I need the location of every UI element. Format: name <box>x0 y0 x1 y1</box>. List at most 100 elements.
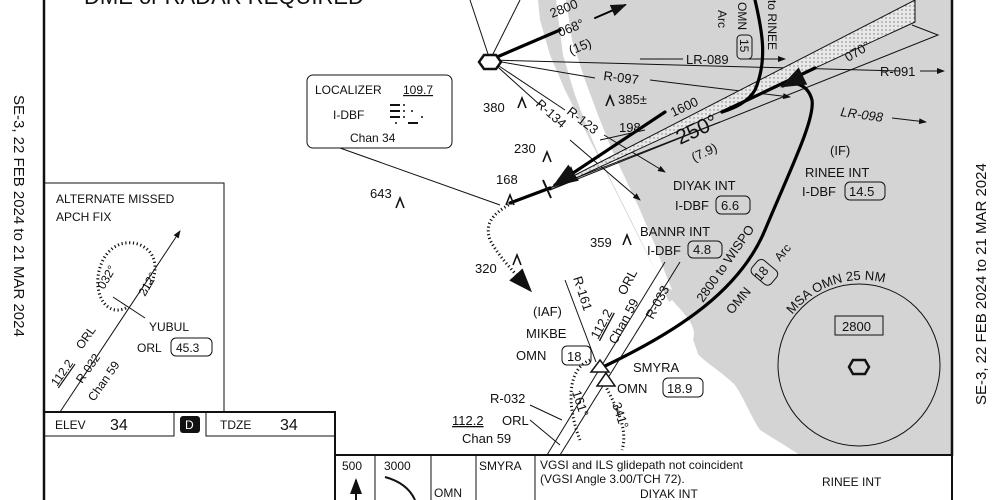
lead-radial-098: LR-098 <box>840 104 885 125</box>
alternate-fix-distance: 45.3 <box>176 341 200 355</box>
rinee-distance: 14.5 <box>849 184 874 199</box>
barrier-island <box>556 0 672 290</box>
hold-outbound-course: 341° <box>609 400 632 430</box>
omn15-arc-word: Arc <box>715 10 729 28</box>
alternate-hold-inbound: 032° <box>94 263 119 292</box>
orl2-ident: ORL <box>502 413 529 428</box>
rinee-fix-label: (IF) RINEE INT I-DBF 14.5 <box>802 143 886 201</box>
rinee-nav: I-DBF <box>802 184 836 199</box>
obstacle-icons <box>395 93 632 266</box>
profile-rinee: RINEE INT <box>822 475 882 489</box>
smyra-distance: 18.9 <box>667 381 692 396</box>
alternate-vor-frequency: 112.2 <box>48 357 76 389</box>
radial-032: R-032 <box>490 391 525 406</box>
turn-arrow-icon <box>384 476 416 500</box>
diyak-fix-label: DIYAK INT I-DBF 6.6 <box>673 178 751 215</box>
right-date-text: SE-3, 22 FEB 2024 to 21 MAR 2024 <box>973 163 990 405</box>
alternate-fix-name: YUBUL <box>149 320 189 334</box>
tdze-label: TDZE <box>220 418 251 432</box>
smyra-fix-label: SMYRA OMN 18.9 <box>617 360 704 398</box>
tdze-value: 34 <box>280 417 298 434</box>
obstacle-icon-230 <box>542 149 552 163</box>
msa-vor-icon <box>847 358 871 376</box>
mikbe-iaf-label: (IAF) <box>533 304 562 319</box>
omn15-arc-label: OMN <box>735 2 749 30</box>
orl2-channel: Chan 59 <box>462 431 511 446</box>
localizer-channel: Chan 34 <box>350 131 396 145</box>
mikbe-name: MIKBE <box>526 326 567 341</box>
mikbe-fix-label: (IAF) MIKBE OMN 18 <box>516 304 592 366</box>
vgsi-note-line2: (VGSI Angle 3.00/TCH 72). <box>540 472 685 486</box>
omn15-distance-box <box>736 34 753 60</box>
elev-label: ELEV <box>55 418 86 432</box>
final-segment <box>508 186 552 205</box>
smyra-name: SMYRA <box>633 360 680 375</box>
profile-omn: OMN <box>434 486 462 500</box>
airport-elevation-row: ELEV 34 D TDZE 34 <box>44 411 336 455</box>
obstacle-icon-168 <box>505 192 515 206</box>
diyak-name: DIYAK INT <box>673 178 736 193</box>
msa-altitude: 2800 <box>842 319 871 334</box>
mikbe-nav: OMN <box>516 348 546 363</box>
obstacle-359: 359 <box>590 235 612 250</box>
profile-smyra: SMYRA <box>479 459 522 473</box>
obstacle-385: 385± <box>618 92 647 107</box>
localizer-feather-edge <box>549 24 940 191</box>
obstacle-icon-320 <box>512 252 522 266</box>
to-rinee-label: to RINEE <box>765 0 779 50</box>
vor-icon <box>477 53 503 71</box>
obstacle-icon-385 <box>605 93 615 107</box>
elev-value: 34 <box>110 417 128 434</box>
bannr-nav: I-DBF <box>647 243 681 258</box>
localizer-box: LOCALIZER 109.7 I-DBF Chan 34 <box>306 74 453 149</box>
radial-lines <box>339 0 945 206</box>
obstacle-198: 198 <box>619 120 641 135</box>
radial-161: R-161 <box>570 274 595 312</box>
lead-radial-089: LR-089 <box>686 52 729 67</box>
obstacle-380: 380 <box>483 100 505 115</box>
profile-diyak: DIYAK INT <box>640 487 698 500</box>
bannr-fix-label: BANNR INT I-DBF 4.8 <box>640 224 723 259</box>
faf-tick <box>542 179 552 199</box>
alternate-title-line1: ALTERNATE MISSED <box>56 192 175 206</box>
omn15-distance: 15 <box>737 39 751 53</box>
obstacle-icon-643 <box>395 195 405 209</box>
lagoon <box>657 300 770 455</box>
obstacle-168: 168 <box>496 172 518 187</box>
rinee-name: RINEE INT <box>805 165 869 180</box>
radial-091: R-091 <box>880 64 915 79</box>
alternate-fix-nav: ORL <box>137 341 162 355</box>
mikbe-fix-icon <box>589 358 611 373</box>
obstacle-643: 643 <box>370 186 392 201</box>
alternate-vor-ident: ORL <box>73 323 99 352</box>
requirement-title: DME or RADAR REQUIRED <box>84 0 364 9</box>
profile-alt-3000: 3000 <box>384 459 411 473</box>
alternate-missed-approach-box: ALTERNATE MISSED APCH FIX 032° 212° YUBU… <box>44 182 225 413</box>
left-date-text: SE-3, 22 FEB 2024 to 21 MAR 2024 <box>10 95 27 337</box>
obstacle-230: 230 <box>514 141 536 156</box>
smyra-fix-icon <box>595 371 617 387</box>
obstacle-320: 320 <box>475 261 497 276</box>
rinee-if-label: (IF) <box>830 143 850 158</box>
orl-radials <box>529 261 681 456</box>
wispo-distance-box <box>750 258 779 286</box>
localizer-frequency: 109.7 <box>403 83 433 97</box>
diyak-nav: I-DBF <box>675 198 709 213</box>
omn-18-arc-route <box>603 67 814 368</box>
obstacle-icon-198 <box>566 165 576 179</box>
missed-hold-path <box>486 201 533 293</box>
smyra-hold-path <box>569 358 626 451</box>
alternate-hold-outbound: 212° <box>135 270 160 299</box>
bannr-name: BANNR INT <box>640 224 710 239</box>
alternate-title-line2: APCH FIX <box>56 210 111 224</box>
arrival-route-068 <box>488 28 562 62</box>
localizer-ident: I-DBF <box>333 108 364 122</box>
vgsi-note-line1: VGSI and ILS glidepath not coincident <box>540 458 743 472</box>
land-area <box>538 0 952 455</box>
orl-ident: ORL <box>614 267 640 298</box>
diyak-distance: 6.6 <box>721 198 739 213</box>
d-badge <box>180 416 200 433</box>
bannr-distance: 4.8 <box>693 242 711 257</box>
